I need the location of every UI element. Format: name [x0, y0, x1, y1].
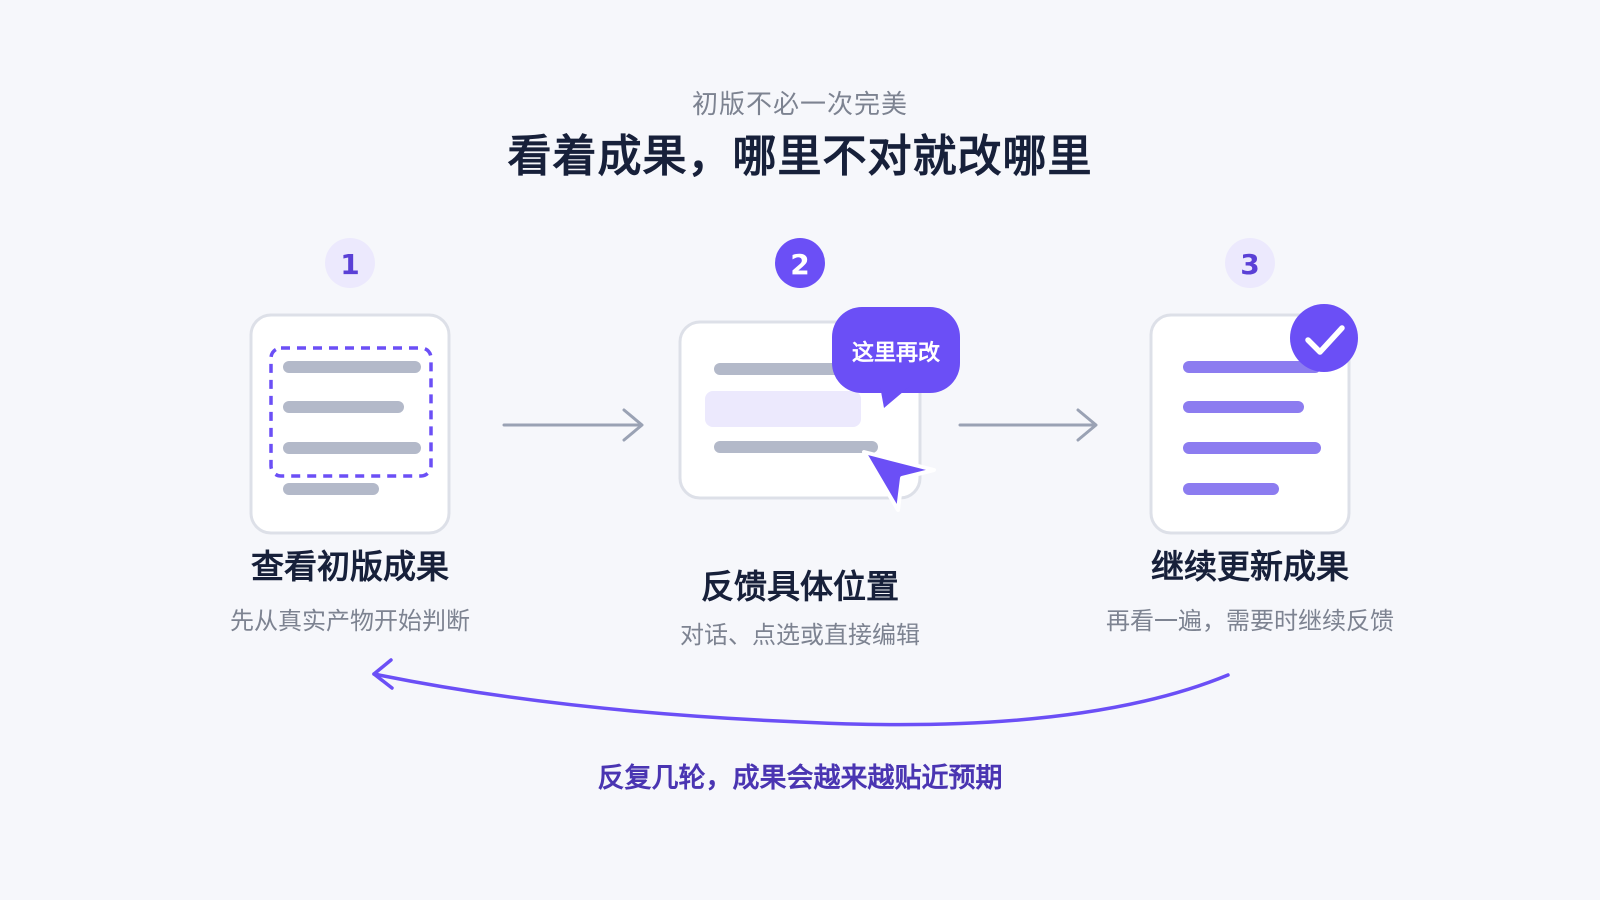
arrow-right-icon [502, 408, 644, 442]
step-3-badge: 3 [1225, 238, 1275, 288]
document-selection-icon [249, 313, 451, 535]
step-3-number: 3 [1240, 248, 1259, 281]
step-2-desc: 对话、点选或直接编辑 [680, 621, 920, 649]
step-1-desc: 先从真实产物开始判断 [230, 607, 470, 635]
loop-back-arrow-icon [372, 658, 1230, 727]
step-1-number: 1 [340, 248, 359, 281]
step-1-badge: 1 [325, 238, 375, 288]
step-2-title: 反馈具体位置 [701, 567, 899, 606]
document-check-icon [1149, 313, 1351, 535]
page-title: 看着成果，哪里不对就改哪里 [507, 131, 1093, 182]
loop-label: 反复几轮，成果会越来越贴近预期 [597, 763, 1003, 794]
speech-bubble-text: 这里再改 [852, 340, 941, 366]
step-1-title: 查看初版成果 [251, 547, 449, 586]
step-3-title: 继续更新成果 [1151, 547, 1349, 586]
check-circle-icon [1290, 304, 1358, 372]
page-subtitle: 初版不必一次完美 [691, 90, 908, 120]
arrow-right-icon [958, 408, 1098, 442]
cursor-arrow-icon [862, 450, 936, 512]
step-3-desc: 再看一遍，需要时继续反馈 [1106, 607, 1394, 635]
step-2-number: 2 [790, 248, 809, 281]
speech-bubble: 这里再改 [832, 307, 960, 408]
step-2-badge: 2 [775, 238, 825, 288]
